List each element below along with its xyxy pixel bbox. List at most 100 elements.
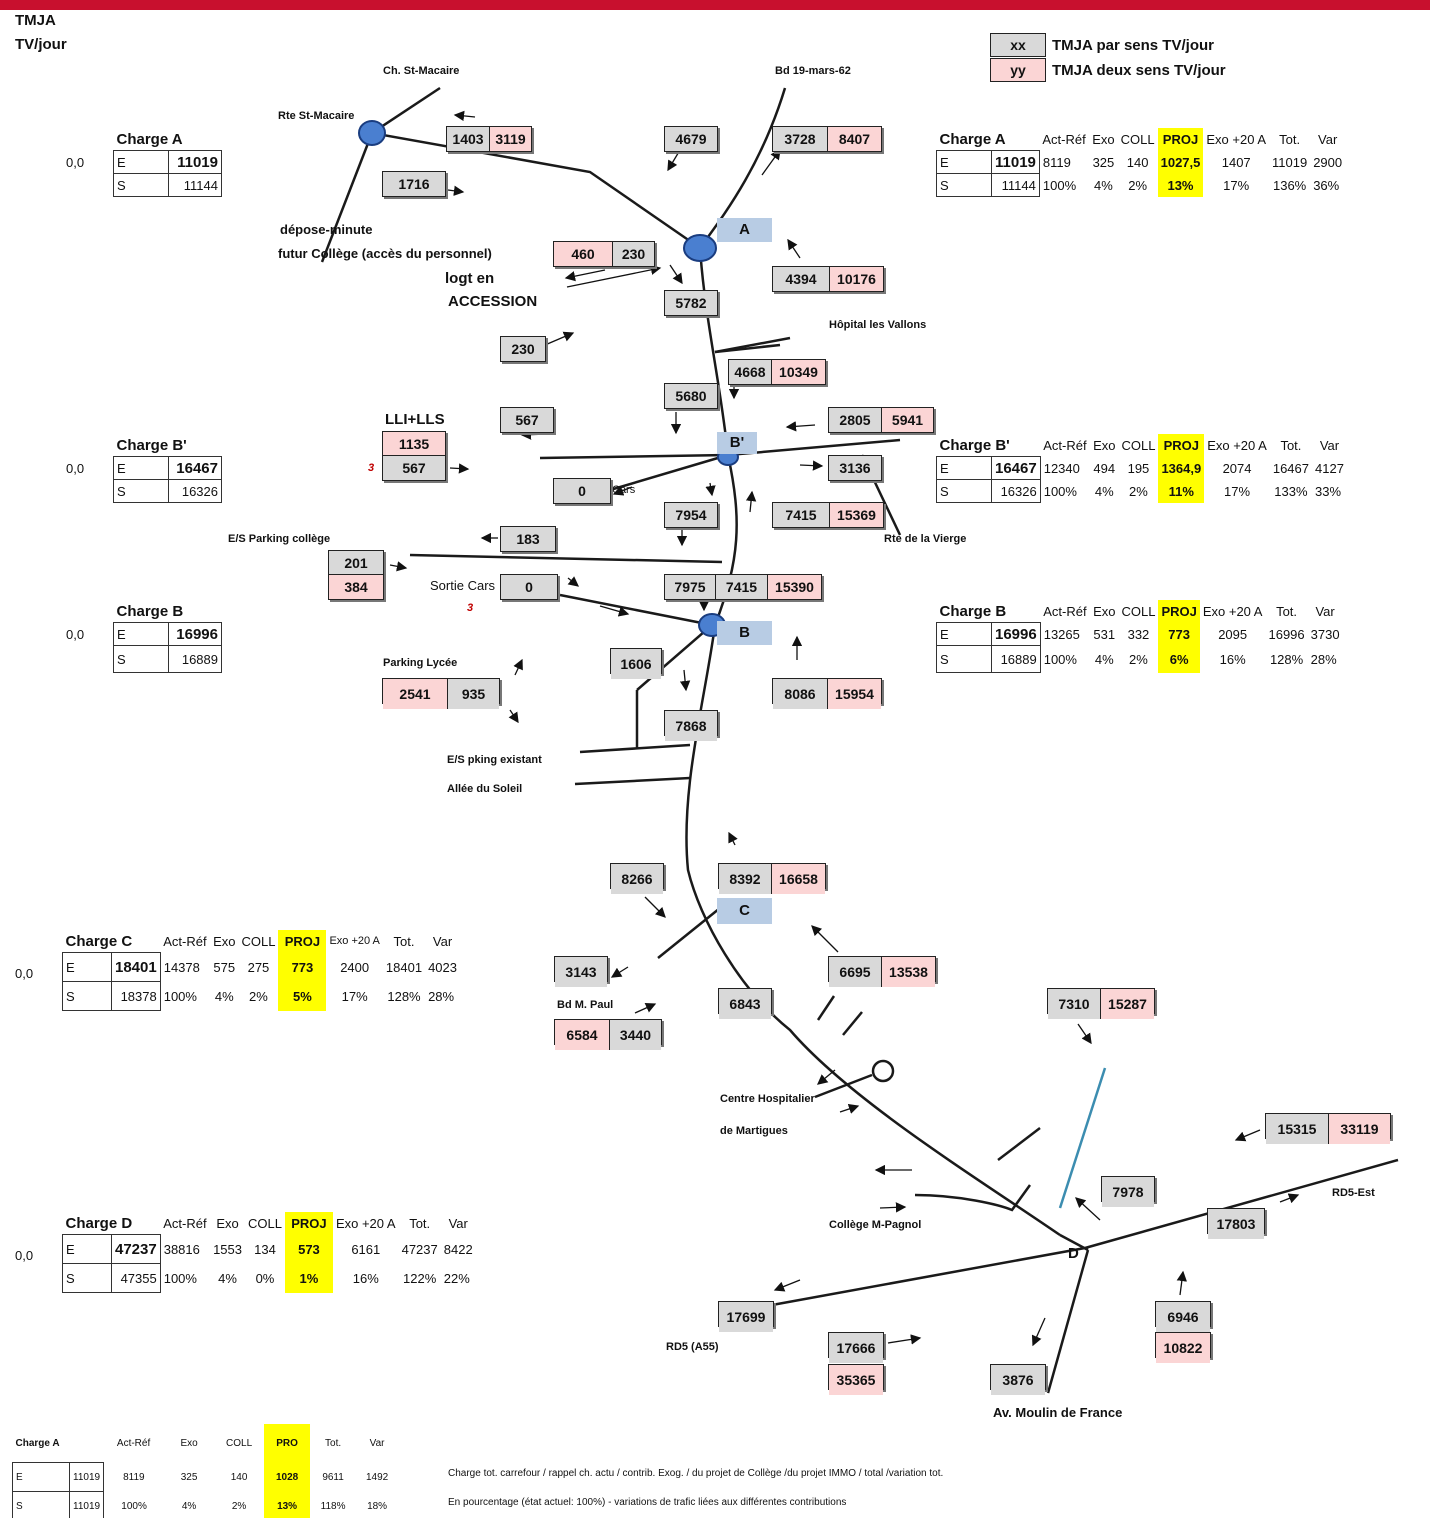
- count-value: 567: [501, 408, 553, 432]
- count-value: 8392: [719, 864, 771, 894]
- cell-proj: 13%: [1157, 173, 1204, 197]
- hdr: COLL: [1121, 603, 1156, 619]
- count-box-b-south: 7868: [664, 710, 718, 741]
- rd5-west-road: [771, 1246, 1086, 1307]
- count-value: 17803: [1208, 1209, 1264, 1239]
- zero-bprime: 0,0: [66, 461, 85, 476]
- parking-lycee-road: [636, 624, 713, 691]
- cell: 12340: [1043, 460, 1080, 476]
- count-value: 5782: [665, 291, 717, 315]
- count-box-c-north-west: 8266: [610, 863, 664, 894]
- cell: 4023: [428, 959, 457, 975]
- depose-minute-road: [320, 132, 374, 263]
- cell: E: [936, 622, 992, 646]
- count-value: 0: [501, 575, 557, 599]
- cell: 4%: [218, 1270, 237, 1286]
- cell: 100%: [121, 1500, 147, 1512]
- label-es-pking-existant: E/S pking existant: [447, 754, 542, 766]
- label-rte-vierge: Rte de la Vierge: [884, 533, 967, 545]
- zero-c: 0,0: [15, 966, 34, 981]
- count-value: 201: [329, 551, 383, 575]
- sortie-cars-road: [559, 593, 713, 627]
- cell: 6161: [351, 1241, 381, 1257]
- charge-bprime-s: 16326: [168, 479, 222, 503]
- charge-a-e: 11019: [168, 150, 222, 174]
- count-box-bd-m-paul-out: 3143: [554, 956, 608, 987]
- count-box-a-north: 4679: [664, 126, 718, 152]
- cell: 2%: [1128, 177, 1148, 193]
- cell-proj: 773: [1158, 622, 1200, 646]
- hdr: Act-Réf: [163, 1215, 207, 1231]
- cell: 22%: [443, 1270, 470, 1286]
- cell: 140: [1126, 154, 1149, 170]
- d-spur-road: [1059, 1233, 1089, 1252]
- cell-e: E: [113, 150, 169, 174]
- legend-label-grey: TMJA par sens TV/jour: [1052, 36, 1214, 54]
- cell: 8422: [443, 1241, 473, 1257]
- hdr: Act-Réf: [1043, 437, 1087, 453]
- parking-college-road: [409, 553, 723, 564]
- cell: S: [62, 981, 112, 1011]
- cell: 1407: [1221, 154, 1251, 170]
- cell: 17%: [1224, 483, 1251, 499]
- cell: 14378: [163, 959, 200, 975]
- header-title: TMJA: [15, 12, 56, 29]
- cell: 18401: [111, 952, 161, 982]
- cell: 2%: [1129, 483, 1148, 499]
- count-value: 17666: [829, 1333, 883, 1363]
- cell: E: [62, 952, 112, 982]
- cell: S: [936, 173, 992, 197]
- count-box-lli-two-dir: 1135: [382, 431, 446, 457]
- label-centre-hosp-1: Centre Hospitalier: [720, 1093, 815, 1105]
- hdr: Tot.: [1276, 603, 1298, 619]
- zero-d: 0,0: [15, 1248, 34, 1263]
- charge-b-s: 16889: [168, 645, 222, 673]
- count-value: 3136: [829, 456, 881, 480]
- count-box-parking-college-two-dir: 384: [328, 574, 384, 600]
- hdr: Exo: [180, 1437, 198, 1449]
- cell: 100%: [1042, 177, 1077, 193]
- footer-title: Charge A: [15, 1437, 60, 1449]
- count-value: 15369: [829, 503, 883, 527]
- cell: 2074: [1222, 460, 1252, 476]
- cell: 11019: [68, 1491, 105, 1518]
- label-bd-19-mars: Bd 19-mars-62: [775, 65, 851, 77]
- cell: 133%: [1274, 483, 1308, 499]
- count-value: 0: [554, 479, 610, 503]
- cell-s: S: [113, 173, 169, 197]
- label-ch-st-macaire: Ch. St-Macaire: [383, 65, 460, 77]
- pking-existant-road: [579, 743, 691, 754]
- count-box-d-south-east-1: 6946: [1155, 1301, 1211, 1332]
- charge-bprime-e: 16467: [168, 456, 222, 480]
- cell-proj: 1364,9: [1158, 456, 1205, 480]
- count-value: 7415: [715, 575, 767, 599]
- cell-proj: 11%: [1158, 479, 1205, 503]
- cell: 33%: [1315, 483, 1342, 499]
- count-value: 15954: [827, 679, 881, 709]
- count-value: 6946: [1156, 1302, 1210, 1332]
- count-value: 6695: [829, 957, 881, 987]
- hdr: Act-Réf: [1042, 131, 1086, 147]
- hdr: Var: [1315, 603, 1335, 619]
- charge-a-title: Charge A: [116, 130, 183, 148]
- label-cars: Cars: [612, 484, 636, 496]
- count-value: 3143: [555, 957, 607, 987]
- hdr: Var: [1319, 437, 1340, 453]
- count-value: 4668: [729, 360, 771, 384]
- label-sortie-cars: Sortie Cars: [430, 578, 496, 593]
- count-value: 17699: [719, 1302, 773, 1332]
- cell-proj: 13%: [264, 1491, 311, 1518]
- hdr: Exo +20 A: [335, 1215, 396, 1231]
- cell: 2900: [1313, 154, 1343, 170]
- bprime-west-road: [539, 453, 729, 460]
- count-value: 3440: [609, 1020, 661, 1050]
- hdr-proj: PROJ: [1158, 600, 1200, 623]
